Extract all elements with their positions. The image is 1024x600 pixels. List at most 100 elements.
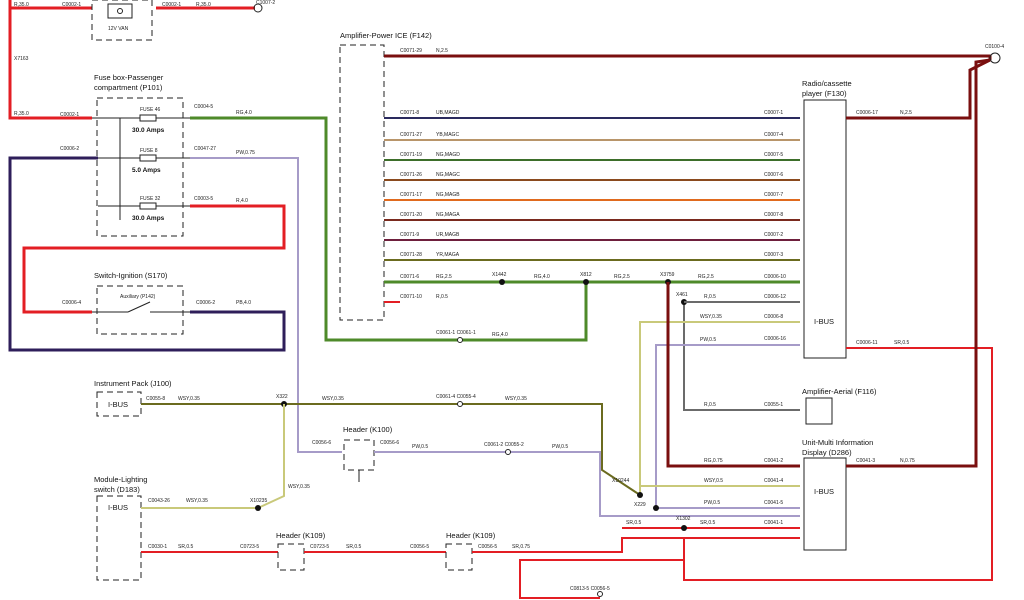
wire-label-ng3: NG,MAGB	[436, 192, 460, 198]
connector-d5: C0041-3	[856, 458, 875, 464]
connector-radio-right: C0006-17	[856, 110, 878, 116]
radio-cassette-player	[803, 99, 847, 359]
module-title-2: switch (D183)	[94, 485, 140, 494]
module-lighting-switch	[96, 495, 142, 581]
header-k109-b	[445, 543, 473, 571]
connector-a6: C0071-20	[400, 212, 422, 218]
fuse-2: FUSE 8 5.0 Amps	[98, 148, 190, 174]
connector-r4: C0007-6	[764, 172, 783, 178]
fuse-3: FUSE 32 30.0 Amps	[98, 196, 190, 222]
wire-label-yr: YR,MAGA	[436, 252, 460, 258]
wire-label-r40: R,4.0	[236, 198, 248, 204]
wire-label-sr05c: SR,0.5	[626, 520, 642, 526]
splice-x322: X322	[276, 394, 288, 400]
splice-x461: X461	[676, 292, 688, 298]
fuse-2-name: FUSE 8	[140, 148, 158, 154]
connector-fuse-in: C0002-1	[60, 112, 79, 118]
wire-label-wsy035-ml: WSY,0.35	[186, 498, 208, 504]
wire-label-pw075: PW,0.75	[236, 150, 255, 156]
top-ground-terminal	[253, 3, 263, 13]
display-ibus-label: I-BUS	[814, 487, 834, 496]
wire-label-r05-aerial: R,0.5	[704, 402, 716, 408]
connector-r5: C0007-7	[764, 192, 783, 198]
audio-lines	[384, 117, 800, 261]
connector-h1-right: C0056-6	[380, 440, 399, 446]
connector-a4: C0071-26	[400, 172, 422, 178]
wire-label-wsy035b: WSY,0.35	[178, 396, 200, 402]
wire-label-fuse-in: R,35.0	[14, 111, 29, 117]
connector-switch-out: C0006-2	[196, 300, 215, 306]
connector-h1-mid: C0061-2 C0055-2	[484, 442, 524, 448]
connector-r7: C0007-2	[764, 232, 783, 238]
wire-label-fg25a: RG,2.5	[436, 274, 452, 280]
fuse-1-rating: 30.0 Amps	[132, 127, 165, 134]
wire-label-top-left: R,35.0	[14, 2, 29, 8]
connector-b5: C0056-5	[478, 544, 497, 550]
aerial-title: Amplifier-Aerial (F116)	[802, 387, 877, 396]
wire-label-pb40: PB,4.0	[236, 300, 251, 306]
connector-aerial: C0055-1	[764, 402, 783, 408]
wire-label-sr05e: SR,0.5	[346, 544, 362, 550]
connector-a7: C0071-9	[400, 232, 419, 238]
ip-connector-dot	[457, 401, 463, 407]
top-relay-box	[107, 3, 133, 19]
wire-label-pw05a: PW,0.5	[700, 337, 716, 343]
connector-b3: C0723-5	[310, 544, 329, 550]
amplifier-aerial	[805, 397, 833, 425]
connector-a1: C0071-8	[400, 110, 419, 116]
splice-dot-x10244	[637, 492, 643, 498]
connector-fuse-b: C0047-27	[194, 146, 216, 152]
connector-d1: C0041-2	[764, 458, 783, 464]
splice-x1442: X1442	[492, 272, 507, 278]
low-connector-dot	[457, 337, 463, 343]
connector-b4: C0056-5	[410, 544, 429, 550]
wire-label-n25-right: N,2.5	[900, 110, 912, 116]
ground-terminal	[989, 52, 1001, 64]
header-3-title: Header (K109)	[446, 531, 496, 540]
ipack-title: Instrument Pack (J100)	[94, 379, 172, 388]
connector-top1: C0002-1	[62, 2, 81, 8]
connector-top3: C1007-2	[256, 0, 275, 6]
wire-label-left-v: X7163	[14, 56, 29, 62]
connector-d3: C0041-5	[764, 500, 783, 506]
bottom-connector-dot	[597, 591, 603, 597]
connector-switch-in: C0006-4	[62, 300, 81, 306]
top-relay-contact	[117, 8, 123, 14]
connector-r6: C0007-8	[764, 212, 783, 218]
top-supply-wires	[8, 0, 255, 120]
fuse-1-name: FUSE 46	[140, 107, 161, 113]
radio-title-1: Radio/cassette	[802, 79, 852, 88]
ipack-ibus-label: I-BUS	[108, 400, 128, 409]
wire-label-ng4: NG,MAGA	[436, 212, 460, 218]
switch-ignition	[96, 285, 184, 335]
fuse-box-top-label: 12V VAN	[108, 26, 129, 32]
connector-d4: C0041-1	[764, 520, 783, 526]
splice-x10244: X10244	[612, 478, 629, 484]
connector-ground: C0100-4	[985, 44, 1004, 50]
connector-bottom: C0813-5 C0056-5	[570, 586, 610, 592]
wire-label-wsy035c: WSY,0.35	[322, 396, 344, 402]
switch-contact	[127, 301, 151, 313]
header-1-title: Header (K100)	[343, 425, 393, 434]
splice-x1302: X1302	[676, 516, 691, 522]
radio-title-2: player (F130)	[802, 89, 847, 98]
wire-label-fg40: RG,4.0	[236, 110, 252, 116]
wire-label-wsy05: WSY,0.5	[704, 478, 723, 484]
fuse-3-name: FUSE 32	[140, 196, 161, 202]
connector-h1-left: C0056-6	[312, 440, 331, 446]
connector-a2: C0071-27	[400, 132, 422, 138]
wire-label-top-mid: R,35.0	[196, 2, 211, 8]
connector-b1: C0030-1	[148, 544, 167, 550]
wire-label-fg40-low: RG,4.0	[492, 332, 508, 338]
fuse-1: FUSE 46 30.0 Amps	[92, 107, 190, 134]
fuse-box-top	[91, 0, 153, 41]
connector-r12: C0006-16	[764, 336, 786, 342]
wire-label-pw05c: PW,0.5	[412, 444, 428, 450]
connector-a3: C0071-19	[400, 152, 422, 158]
wire-label-fg25b: RG,2.5	[614, 274, 630, 280]
connector-r13: C0006-11	[856, 340, 878, 346]
connector-b2: C0723-5	[240, 544, 259, 550]
wire-label-ng1: NG,MAGD	[436, 152, 460, 158]
header-k100	[343, 439, 375, 471]
